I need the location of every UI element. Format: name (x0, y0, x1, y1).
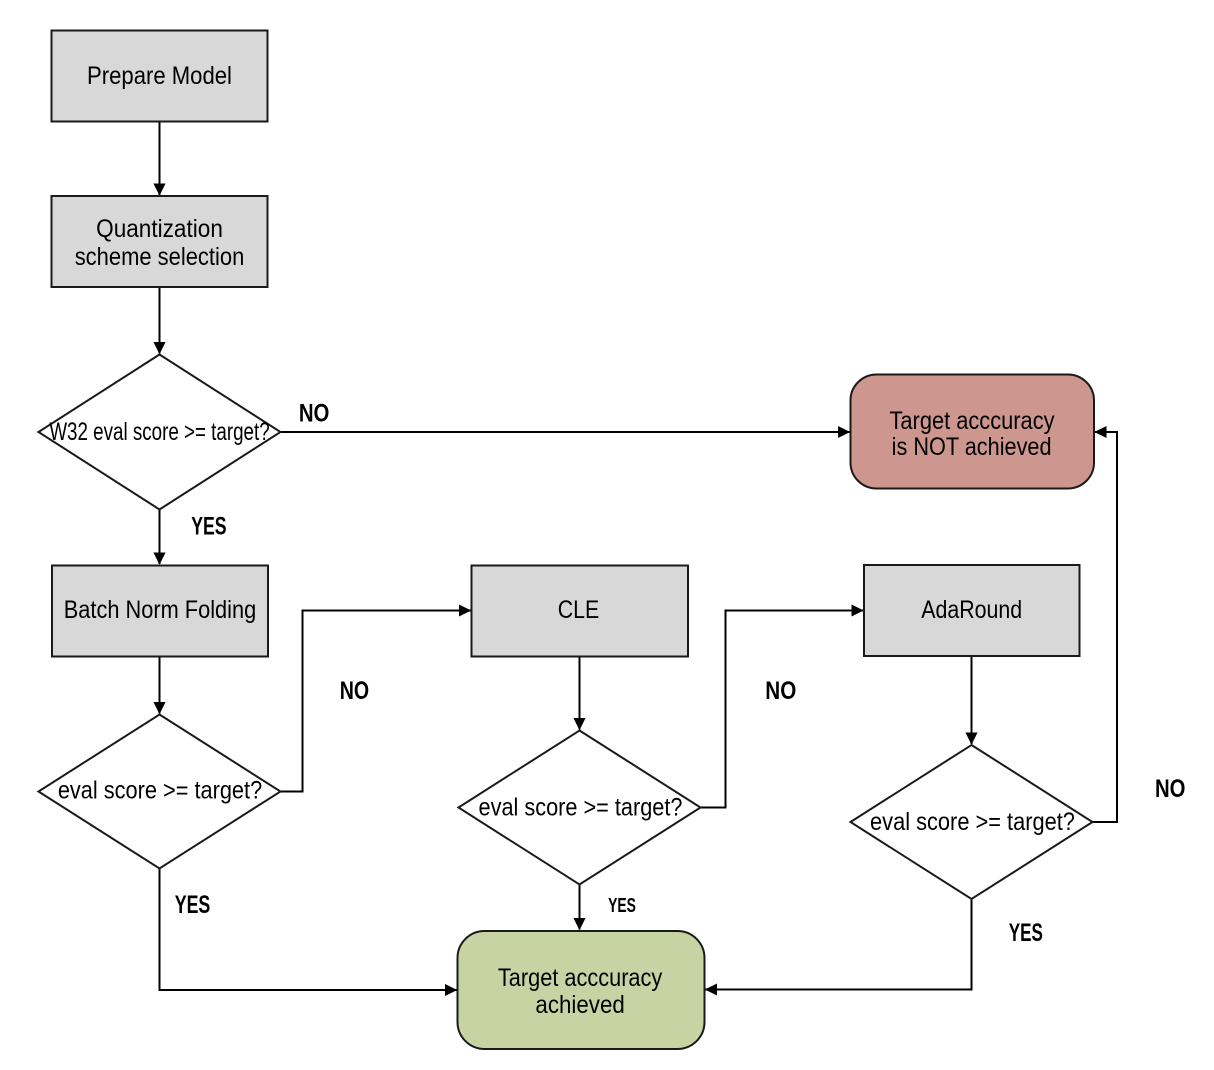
svg-text:is NOT achieved: is NOT achieved (892, 433, 1052, 461)
svg-text:CLE: CLE (558, 595, 599, 623)
svg-text:scheme selection: scheme selection (75, 243, 245, 271)
svg-text:achieved: achieved (535, 992, 624, 1019)
svg-text:Batch Norm Folding: Batch Norm Folding (64, 596, 256, 624)
svg-text:NO: NO (765, 676, 796, 704)
svg-text:YES: YES (608, 893, 636, 916)
svg-text:Target acccuracy: Target acccuracy (889, 407, 1054, 435)
svg-text:YES: YES (175, 890, 211, 919)
svg-text:AdaRound: AdaRound (921, 595, 1022, 623)
svg-text:YES: YES (191, 511, 226, 540)
svg-text:eval score >= target?: eval score >= target? (479, 793, 683, 821)
svg-text:eval score >= target?: eval score >= target? (870, 808, 1075, 836)
svg-text:Target acccuracy: Target acccuracy (498, 964, 663, 992)
svg-text:YES: YES (1009, 919, 1043, 947)
svg-text:Quantization: Quantization (96, 215, 223, 243)
svg-text:NO: NO (1155, 774, 1185, 803)
svg-text:W32 eval score >= target?: W32 eval score >= target? (49, 417, 269, 445)
svg-text:Prepare Model: Prepare Model (87, 62, 232, 90)
svg-text:NO: NO (299, 398, 330, 426)
svg-text:eval score >= target?: eval score >= target? (58, 776, 262, 804)
svg-text:NO: NO (340, 677, 369, 705)
